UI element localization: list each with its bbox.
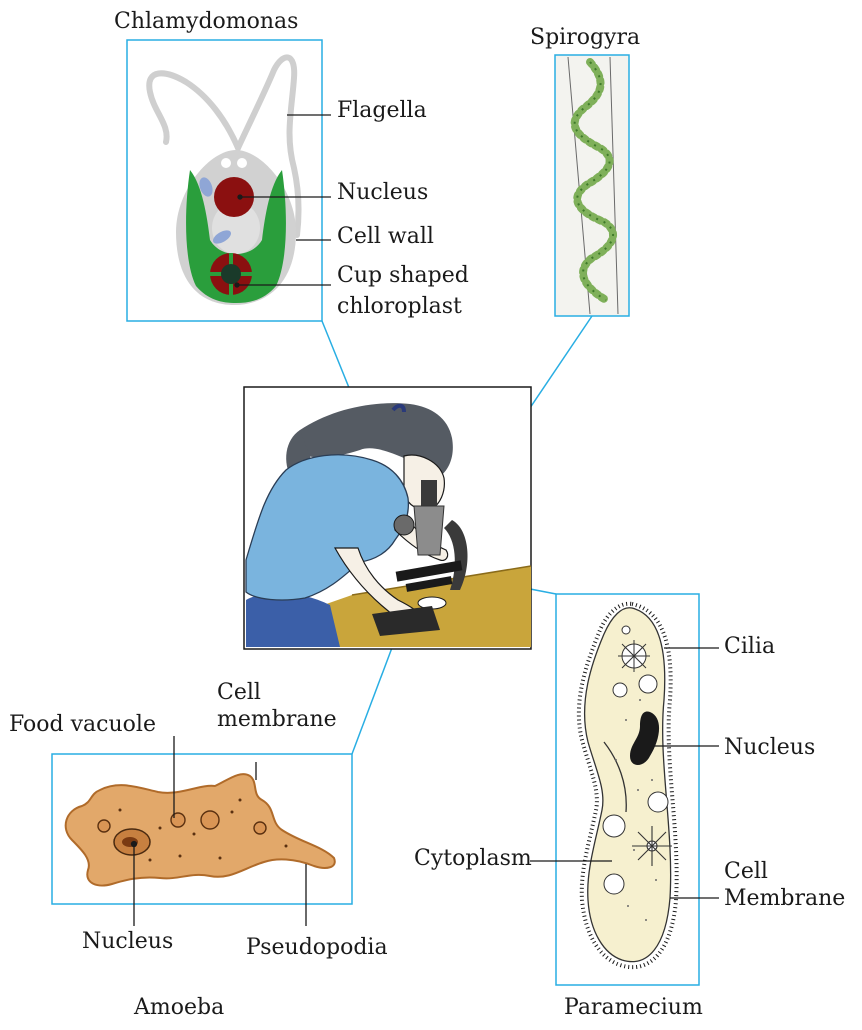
chlamydomonas-title: Chlamydomonas [114, 9, 298, 34]
chlamydomonas-vacuole-right [237, 158, 247, 168]
chlamydomonas-panel [127, 40, 331, 321]
amoeba-food-vacuole [201, 811, 219, 829]
amoeba-nucleus-label: Nucleus [82, 929, 173, 954]
chlamydomonas-nucleus-label: Nucleus [337, 180, 428, 205]
student-with-microscope-illustration [244, 387, 531, 649]
spirogyra-title: Spirogyra [530, 25, 640, 50]
chlamydomonas-chloroplast-label-line1: Cup shaped [337, 263, 469, 288]
amoeba-food-vacuole-label: Food vacuole [9, 712, 156, 737]
microscope-eyepiece [421, 480, 437, 506]
paramecium-title: Paramecium [564, 995, 703, 1020]
amoeba-cell-membrane-label-line1: Cell [217, 680, 261, 705]
paramecium-panel [530, 594, 719, 985]
amoeba-title: Amoeba [134, 995, 224, 1020]
microscope-tube [414, 506, 444, 555]
microscope-knob [394, 515, 414, 535]
chlamydomonas-flagella-label: Flagella [337, 98, 427, 123]
paramecium-cytoplasm-label: Cytoplasm [414, 846, 532, 871]
amoeba-pseudopodia-label: Pseudopodia [246, 935, 388, 960]
amoeba-cell-membrane-label-line2: membrane [217, 707, 337, 732]
chlamydomonas-cell-wall-label: Cell wall [337, 224, 434, 249]
paramecium-nucleus-label: Nucleus [724, 735, 815, 760]
paramecium-cilia-label: Cilia [724, 634, 775, 659]
amoeba-food-vacuole [171, 813, 185, 827]
amoeba-food-vacuole [254, 822, 266, 834]
paramecium-cell-membrane-label-line1: Cell [724, 859, 768, 884]
paramecium-cell-membrane-label-line2: Membrane [724, 886, 845, 911]
paramecium-contractile-vacuole-bottom [632, 826, 672, 866]
chlamydomonas-chloroplast-label-line2: chloroplast [337, 294, 462, 319]
chlamydomonas-vacuole-left [221, 158, 231, 168]
amoeba-food-vacuole [98, 820, 110, 832]
chlamydomonas-pyrenoid-core [221, 264, 241, 284]
spirogyra-panel [555, 55, 629, 316]
amoeba-panel [52, 736, 352, 926]
